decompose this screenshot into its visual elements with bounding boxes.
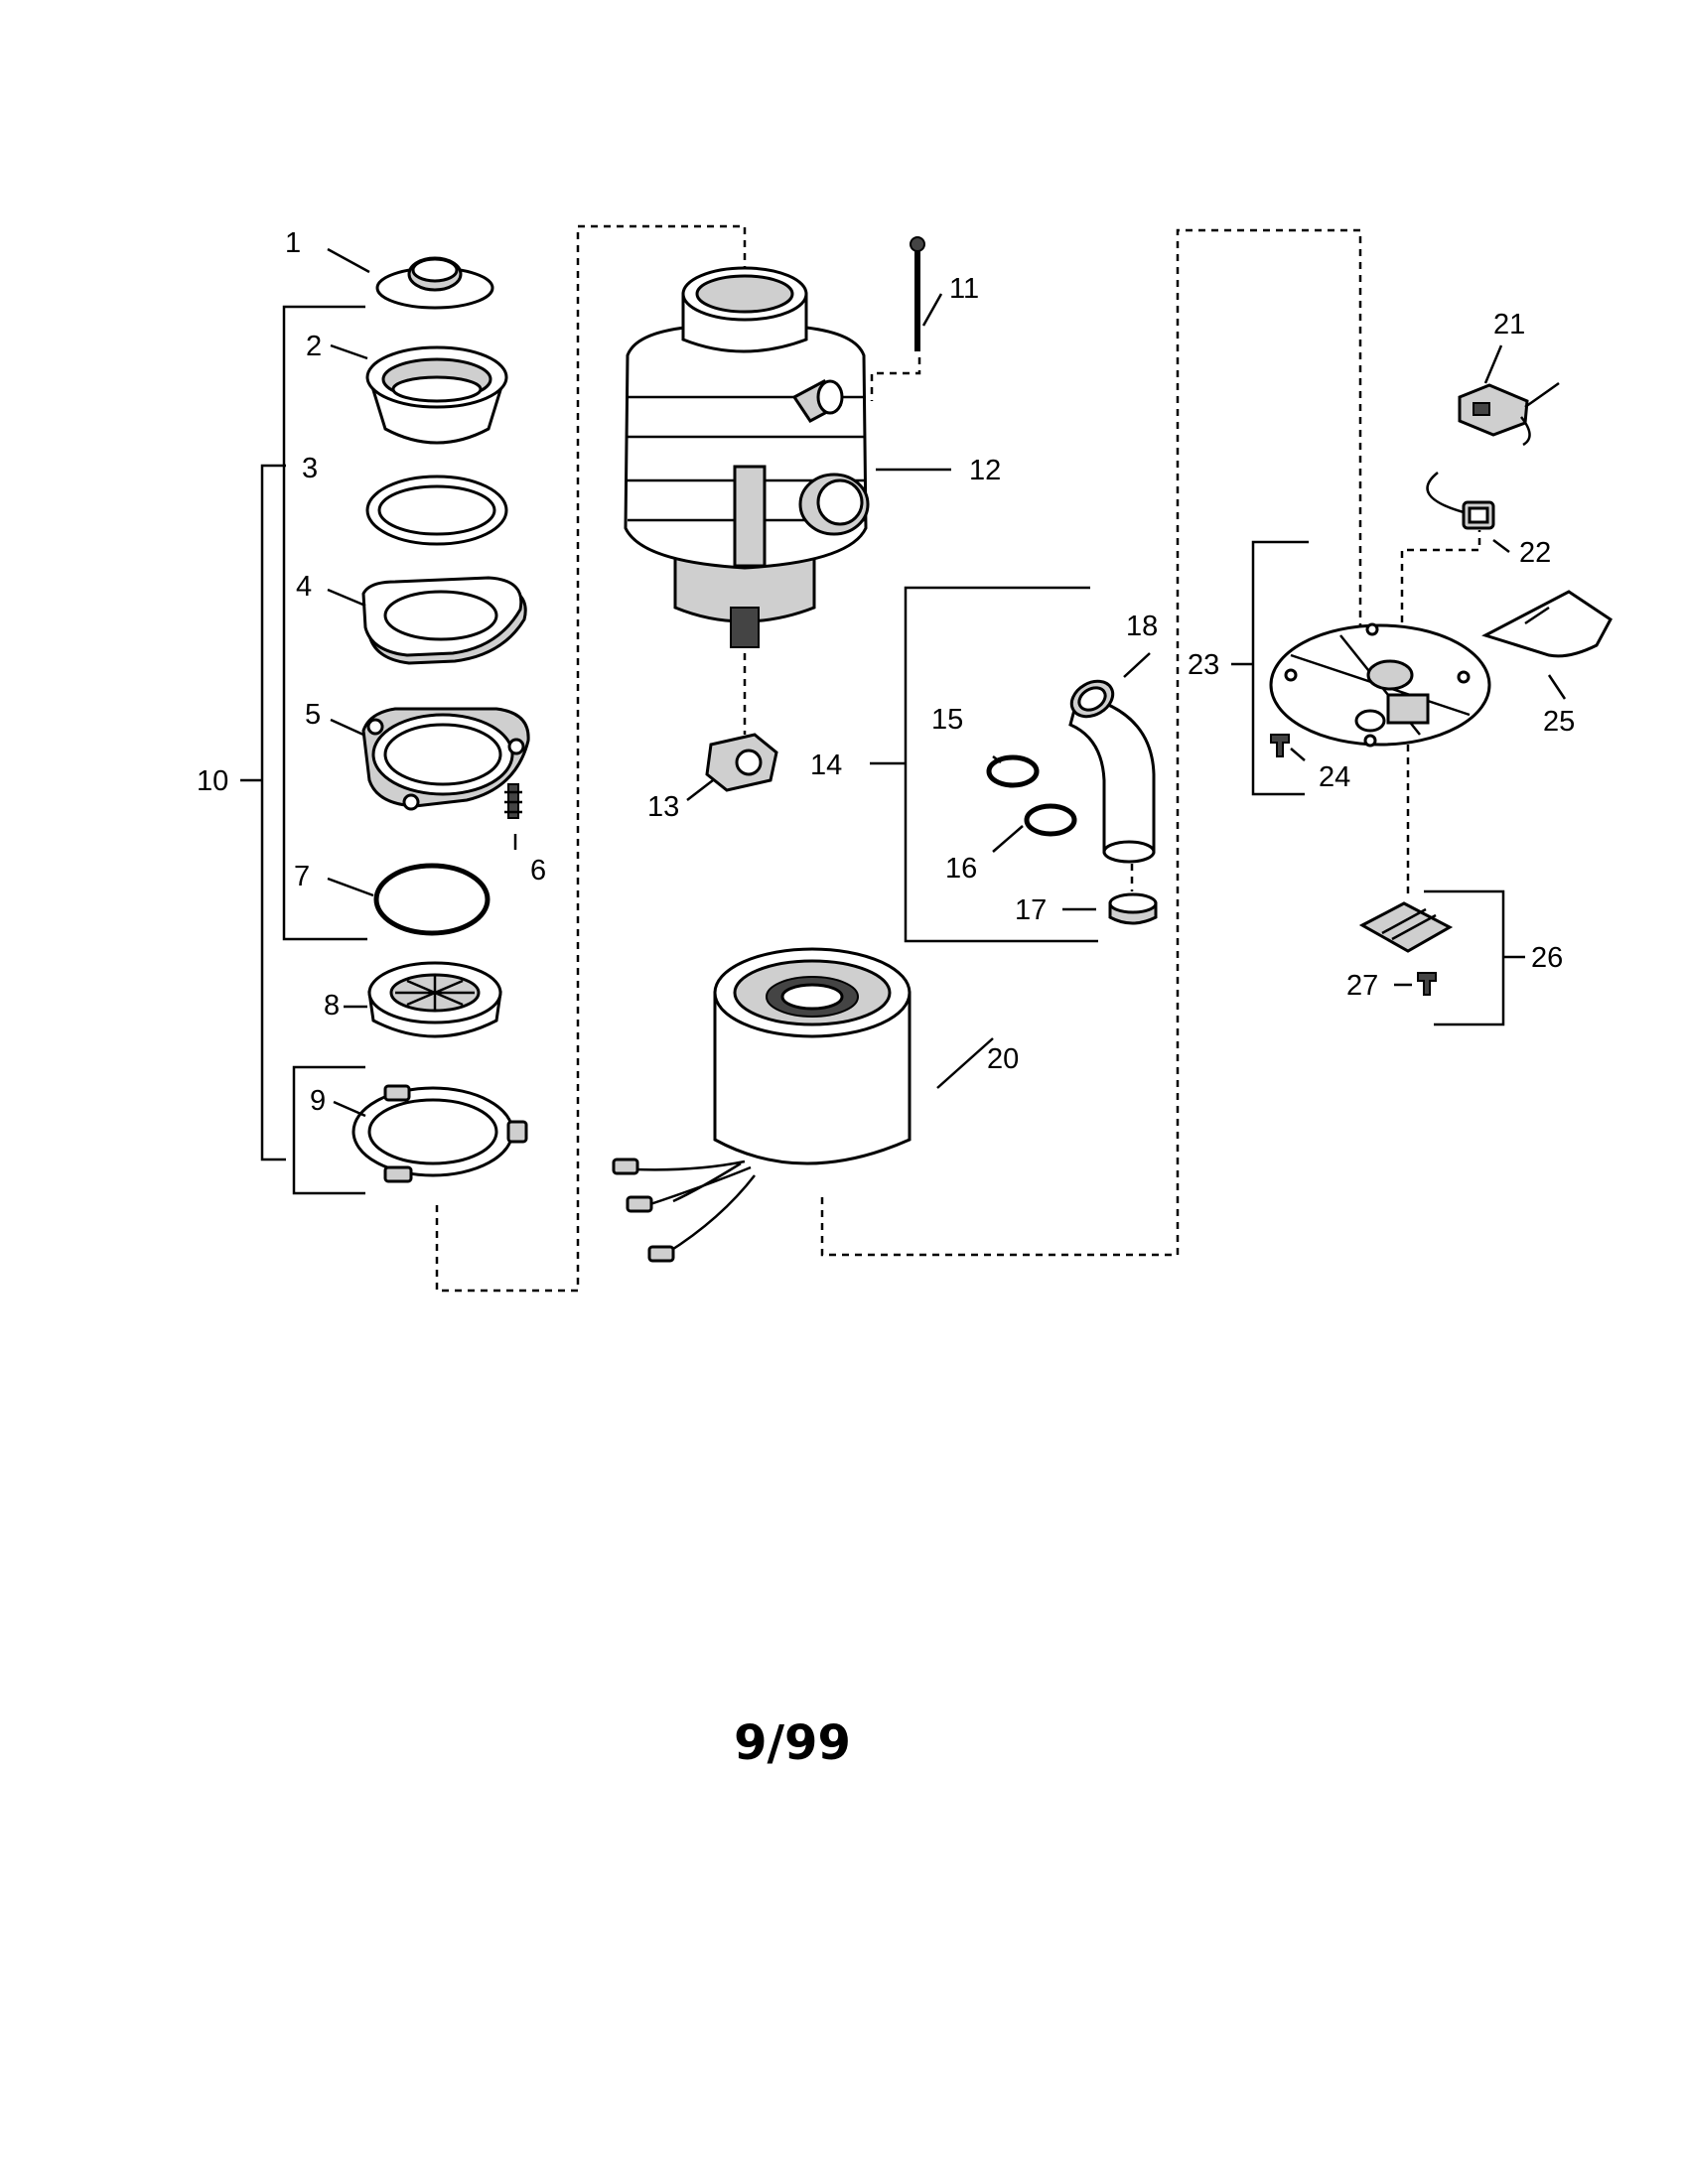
- part-3-gasket: [365, 475, 508, 546]
- callout-2: 2: [306, 331, 322, 362]
- callout-3: 3: [302, 453, 318, 484]
- callout-18: 18: [1126, 611, 1158, 642]
- callout-9: 9: [310, 1085, 326, 1117]
- part-15-gasket: [986, 754, 1040, 788]
- bracket-26: [1424, 889, 1505, 1026]
- bracket-1: [282, 305, 367, 941]
- bracket-14: [904, 586, 1098, 943]
- callout-5: 5: [305, 699, 321, 731]
- part-2-sink-flange: [365, 345, 508, 445]
- callout-10: 10: [197, 765, 228, 797]
- callout-4: 4: [296, 571, 312, 603]
- callout-11: 11: [949, 273, 979, 305]
- part-13-lug: [705, 733, 778, 792]
- callout-16: 16: [945, 853, 977, 885]
- revision-date: 9/99: [734, 1715, 851, 1771]
- bracket-10: [260, 464, 286, 1161]
- part-24-screw: [1270, 734, 1290, 757]
- part-21-switch: [1458, 381, 1560, 447]
- callout-22: 22: [1519, 537, 1551, 569]
- part-17-nut: [1108, 892, 1158, 925]
- part-5-mounting-ring: [361, 707, 530, 811]
- part-26-label-plate: [1358, 901, 1454, 953]
- callout-15: 15: [931, 704, 963, 736]
- callout-25: 25: [1543, 706, 1575, 738]
- discharge-outlet: [798, 473, 870, 536]
- part-20-motor: [612, 947, 912, 1263]
- part-4-backup-flange: [361, 576, 527, 665]
- callout-12: 12: [969, 455, 1001, 486]
- callout-27: 27: [1346, 970, 1378, 1002]
- part-8-splash-guard: [367, 961, 502, 1038]
- bracket-9: [292, 1065, 365, 1195]
- part-11-screw: [910, 236, 925, 351]
- motor-wires: [612, 1158, 756, 1263]
- part-18-elbow: [1068, 679, 1156, 864]
- part-23-base-plate: [1269, 622, 1491, 748]
- part-9-clamp-ring: [351, 1084, 528, 1183]
- part-16-gasket: [1024, 803, 1077, 837]
- part-12-grinding-housing: [624, 266, 870, 648]
- callout-labels: 1 2 3 4 5 6 7 8 9 10 11 12 13 14 15 16 1…: [197, 227, 1575, 1117]
- callout-6: 6: [530, 855, 546, 887]
- part-6-screw: [504, 783, 522, 819]
- dishwasher-inlet: [791, 379, 844, 423]
- callout-24: 24: [1319, 761, 1350, 793]
- bracket-23: [1251, 540, 1309, 796]
- callout-7: 7: [294, 861, 310, 892]
- callout-23: 23: [1188, 649, 1219, 681]
- callout-1: 1: [285, 227, 301, 259]
- callout-21: 21: [1493, 309, 1525, 341]
- callout-8: 8: [324, 990, 340, 1022]
- callout-13: 13: [647, 791, 679, 823]
- part-22-connector: [1426, 472, 1495, 530]
- callout-20: 20: [987, 1043, 1019, 1075]
- callout-14: 14: [810, 750, 842, 781]
- part-27-screw: [1417, 972, 1437, 996]
- callout-26: 26: [1531, 942, 1563, 974]
- part-7-snap-ring: [373, 863, 491, 936]
- callout-17: 17: [1015, 894, 1047, 926]
- part-25-shield: [1481, 590, 1613, 658]
- part-1-stopper: [375, 256, 494, 310]
